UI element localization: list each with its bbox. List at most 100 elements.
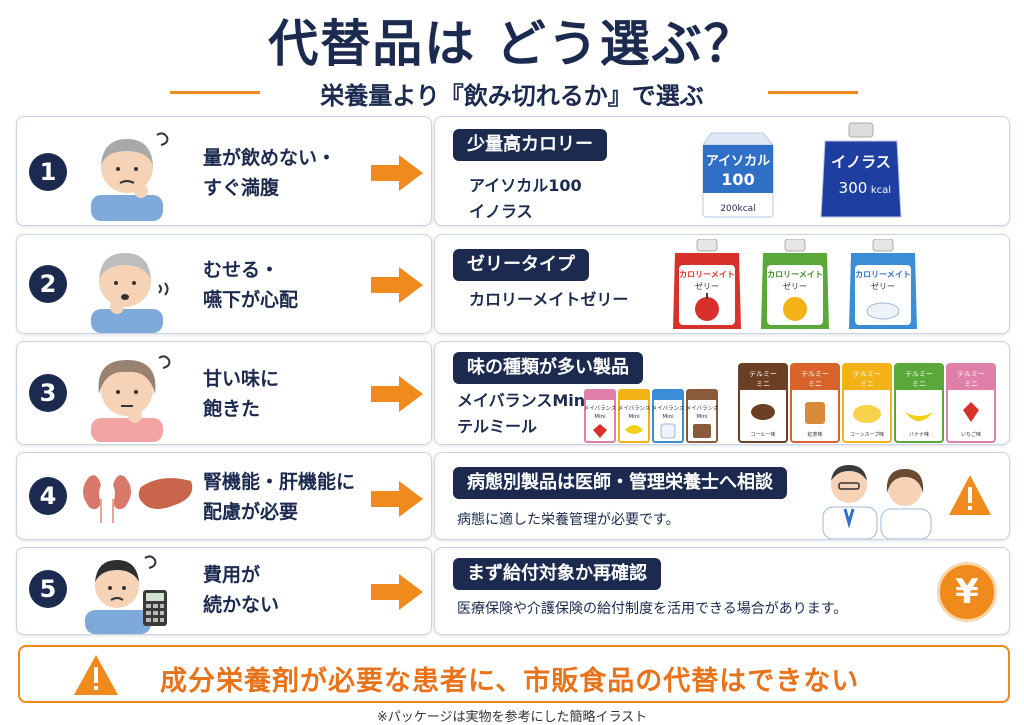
elderly-man-worried-icon — [91, 132, 169, 221]
warning-text: 成分栄養剤が必要な患者に、市販食品の代替はできない — [160, 666, 860, 697]
arrow-right-icon — [371, 376, 423, 412]
problem-card-2: 2 むせる・ 嚥下が心配 — [16, 234, 432, 334]
row-5: 5 費用が 続かない まず給付対象か再確認 医療保険や介護保険の給付制度を活用で… — [16, 547, 1010, 635]
man-calculator-icon — [85, 555, 167, 634]
product-name: メイバランスMini — [457, 391, 591, 410]
solution-badge-5: まず給付対象か再確認 — [453, 558, 661, 590]
solution-desc-2: カロリーメイトゼリー — [469, 290, 629, 309]
tm-label: テルミー — [905, 370, 933, 378]
solution-desc-4: 病態に適した栄養管理が必要です。 — [457, 512, 680, 528]
problem-card-5: 5 費用が 続かない — [16, 547, 432, 635]
problem-line: 甘い味に — [203, 368, 280, 390]
subtitle-divider-left — [170, 91, 260, 94]
problem-line: むせる・ — [203, 259, 280, 281]
tm-flavor: コーンスープ味 — [850, 431, 884, 438]
jelly-label: カロリーメイト — [767, 270, 823, 279]
tm-label: テルミー — [749, 370, 777, 378]
solution-card-3: 味の種類が多い製品 メイバランスMini テルミール メイバランス Mini メ… — [434, 341, 1010, 445]
terumeal-coffee: テルミー ミニ コーヒー味 — [738, 363, 788, 443]
elderly-man-choking-icon — [91, 253, 169, 333]
tm-label: テルミー — [853, 370, 881, 378]
tm-label: テルミー — [957, 370, 985, 378]
tm-sub: ミニ — [912, 380, 926, 388]
step-number-1: 1 — [29, 153, 67, 191]
kidney-liver-icon — [83, 475, 193, 523]
arrow-right-icon — [371, 155, 423, 191]
inoras-pouch-icon: イノラス 300 kcal — [820, 122, 902, 218]
solution-badge-3: 味の種類が多い製品 — [453, 352, 643, 384]
arrow-right-icon — [371, 574, 423, 610]
tm-sub: ミニ — [756, 380, 770, 388]
solution-badge-4: 病態別製品は医師・管理栄養士へ相談 — [453, 467, 787, 499]
tm-label: テルミー — [801, 370, 829, 378]
step-number-4: 4 — [29, 477, 67, 515]
terumeal-cartons-icon: テルミー ミニ コーヒー味 テルミー ミニ 紅茶味 テルミー ミニ コーンスープ… — [738, 363, 996, 443]
isocal-carton-icon: アイソカル 100 200kcal — [702, 132, 775, 218]
tm-flavor: バナナ味 — [909, 431, 929, 438]
product-name: イノラス — [469, 202, 533, 221]
isocal-unit: 200kcal — [720, 204, 755, 214]
caloriemate-jelly-fruit-icon: カロリーメイト ゼリー — [761, 239, 829, 329]
row-1: 1 量が飲めない・ すぐ満腹 少量高カロリー アイソカル100 イノラス ア — [16, 116, 1010, 226]
solution-card-2: ゼリータイプ カロリーメイトゼリー カロリーメイト ゼリー カロリーメイト ゼリ… — [434, 234, 1010, 334]
problem-text-3: 甘い味に 飽きた — [203, 364, 279, 424]
problem-card-3: 3 甘い味に 飽きた — [16, 341, 432, 445]
row-2: 2 むせる・ 嚥下が心配 ゼリータイプ カロリーメイトゼリー カロリーメイト ゼ… — [16, 234, 1010, 334]
jelly-sub: ゼリー — [871, 281, 895, 291]
solution-desc-3: メイバランスMini テルミール — [457, 388, 591, 440]
jelly-sub: ゼリー — [695, 281, 719, 291]
mb-sub: Mini — [696, 414, 708, 420]
mb-label: メイバランス — [686, 405, 719, 412]
mb-label: メイバランス — [652, 405, 685, 412]
problem-text-1: 量が飲めない・ すぐ満腹 — [203, 143, 336, 203]
problem-line: 続かない — [203, 594, 280, 616]
inoras-value: 300 — [839, 179, 868, 197]
solution-desc-1: アイソカル100 イノラス — [469, 173, 582, 225]
problem-line: 腎機能・肝機能に — [203, 471, 356, 493]
problem-line: 費用が — [203, 564, 261, 586]
problem-line: 嚥下が心配 — [203, 289, 299, 311]
page-title: 代替品は どう選ぶ？ — [268, 15, 756, 73]
tm-sub: ミニ — [808, 380, 822, 388]
tm-flavor: コーヒー味 — [750, 431, 775, 438]
elderly-woman-thinking-icon — [91, 355, 171, 442]
caloriemate-jelly-apple-icon: カロリーメイト ゼリー — [673, 239, 741, 329]
inoras-brand: イノラス — [831, 153, 891, 171]
tm-sub: ミニ — [860, 380, 874, 388]
solution-card-5: まず給付対象か再確認 医療保険や介護保険の給付制度を活用できる場合があります。 … — [434, 547, 1010, 635]
terumeal-banana: テルミー ミニ バナナ味 — [894, 363, 944, 443]
solution-desc-5: 医療保険や介護保険の給付制度を活用できる場合があります。 — [457, 601, 848, 617]
warning-triangle-icon — [949, 475, 991, 515]
solution-card-4: 病態別製品は医師・管理栄養士へ相談 病態に適した栄養管理が必要です。 — [434, 452, 1010, 540]
problem-line: すぐ満腹 — [203, 177, 280, 199]
solution-badge-1: 少量高カロリー — [453, 129, 607, 161]
meibalance-mini-cartons-icon: メイバランス Mini メイバランス Mini メイバランス Mini — [584, 389, 719, 443]
mb-sub: Mini — [628, 414, 640, 420]
problem-text-4: 腎機能・肝機能に 配慮が必要 — [203, 467, 355, 527]
mb-label: メイバランス — [618, 405, 651, 412]
terumeal-tea: テルミー ミニ 紅茶味 — [790, 363, 840, 443]
tm-flavor: 紅茶味 — [807, 431, 822, 438]
arrow-right-icon — [371, 481, 423, 517]
terumeal-strawberry: テルミー ミニ いちご味 — [946, 363, 996, 443]
terumeal-corn: テルミー ミニ コーンスープ味 — [842, 363, 892, 443]
inoras-unit: kcal — [871, 185, 891, 196]
page-subtitle: 栄養量より『飲み切れるか』で選ぶ — [320, 82, 704, 110]
problem-card-4: 4 腎機能・肝機能に 配慮が必要 — [16, 452, 432, 540]
jelly-label: カロリーメイト — [679, 270, 735, 279]
subtitle-block: 栄養量より『飲み切れるか』で選ぶ — [0, 76, 1024, 110]
tm-sub: ミニ — [964, 380, 978, 388]
isocal-value: 100 — [721, 170, 754, 189]
jelly-sub: ゼリー — [783, 281, 807, 291]
caloriemate-jelly-yogurt-icon: カロリーメイト ゼリー — [849, 239, 917, 329]
product-name: アイソカル100 — [469, 176, 582, 195]
arrow-right-icon — [371, 267, 423, 303]
subtitle-divider-right — [768, 91, 858, 94]
step-number-2: 2 — [29, 265, 67, 303]
solution-badge-2: ゼリータイプ — [453, 249, 589, 281]
footnote: ※パッケージは実物を参考にした簡略イラスト — [376, 710, 648, 725]
warning-triangle-icon — [74, 655, 118, 695]
isocal-brand: アイソカル — [706, 154, 770, 169]
problem-text-2: むせる・ 嚥下が心配 — [203, 255, 298, 315]
doctor-nutritionist-icon — [822, 465, 932, 539]
